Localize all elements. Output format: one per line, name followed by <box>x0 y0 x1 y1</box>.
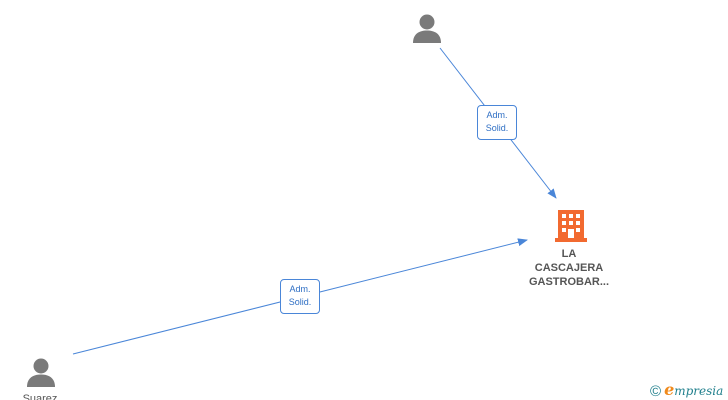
edge-label-line: Adm. <box>486 110 508 120</box>
edge-label-top: Adm. Solid. <box>477 105 517 140</box>
building-icon[interactable] <box>555 208 587 242</box>
company-name-line: CASCAJERA <box>534 262 604 274</box>
edge-label-line: Adm. <box>289 284 311 294</box>
empresia-logo[interactable]: ©empresia <box>650 380 723 400</box>
company-name-line: LA <box>561 248 577 260</box>
edge-label-line: Solid. <box>485 123 509 133</box>
logo-text: mpresia <box>674 384 724 398</box>
logo-letter: e <box>664 380 675 399</box>
copyright-symbol: © <box>650 383 662 400</box>
person-icon[interactable] <box>412 12 442 44</box>
company-name[interactable]: LA CASCAJERA GASTROBAR... <box>505 247 633 289</box>
company-name-line: GASTROBAR... <box>528 276 610 288</box>
person-name-label[interactable]: Suarez <box>22 393 58 400</box>
person-icon[interactable] <box>26 356 56 388</box>
edge-label-line: Solid. <box>288 297 312 307</box>
edge-label-bottom: Adm. Solid. <box>280 279 320 314</box>
